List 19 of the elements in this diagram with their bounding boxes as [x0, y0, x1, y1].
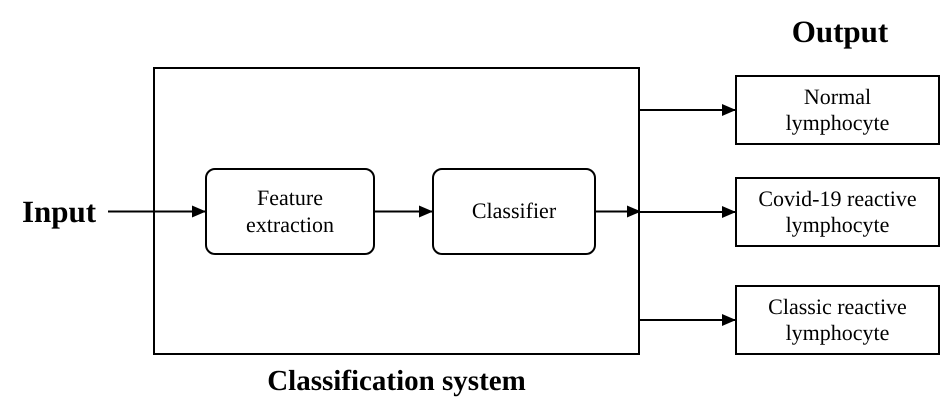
arrow [640, 314, 736, 326]
arrow [596, 206, 641, 218]
arrow [640, 104, 736, 116]
output-box [735, 285, 940, 355]
box-label: Normal lymphocyte [784, 84, 890, 136]
arrow [375, 206, 433, 218]
arrow [640, 206, 736, 218]
arrow [108, 206, 206, 218]
system-caption: Classification system [266, 365, 527, 398]
box-label: Covid-19 reactive lymphocyte [757, 186, 918, 238]
box-label: Classic reactive lymphocyte [767, 294, 908, 346]
process-box [205, 168, 375, 255]
output-box [735, 75, 940, 145]
box-label: Classifier [470, 198, 558, 225]
input-label: Input [10, 192, 108, 232]
output-heading: Output [790, 14, 890, 50]
box-label: Feature extraction [245, 185, 335, 238]
process-box [432, 168, 596, 255]
output-box [735, 177, 940, 247]
